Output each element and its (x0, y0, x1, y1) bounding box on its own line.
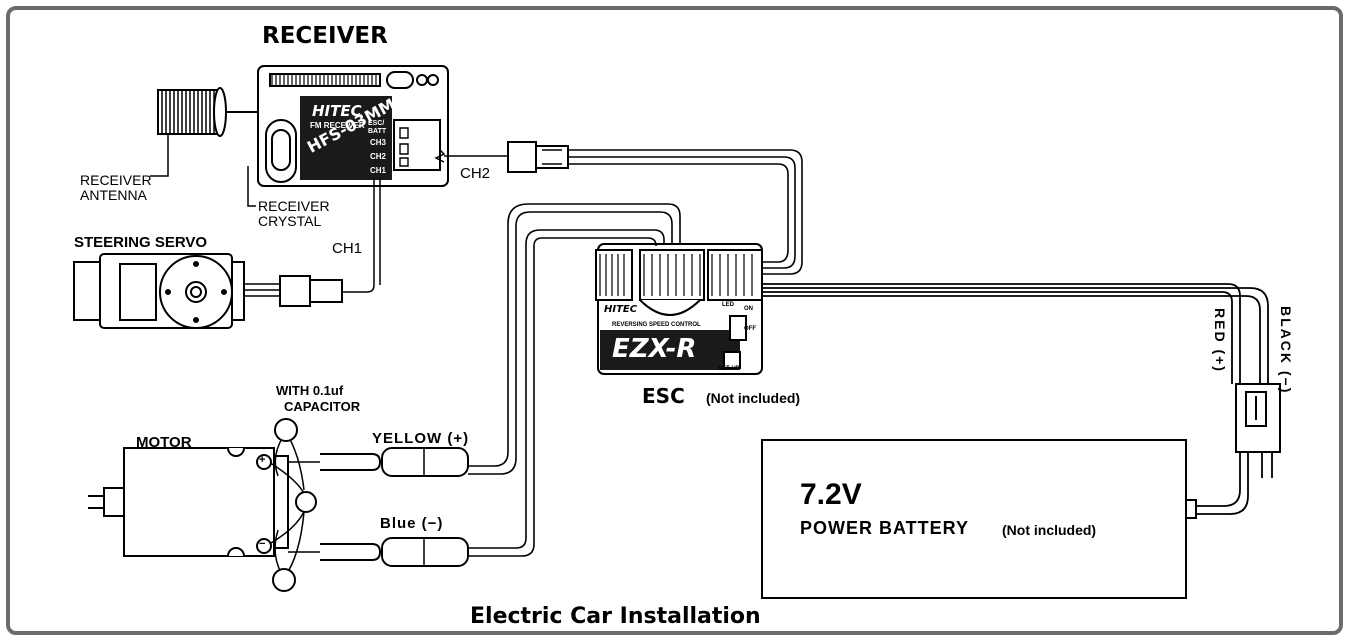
battery-note: (Not included) (1002, 522, 1097, 538)
receiver-port-batt: ESC/ BATT (368, 120, 387, 135)
receiver-port-ch2: CH2 (370, 152, 387, 161)
capacitor-label-1: WITH 0.1uf (276, 383, 344, 398)
ch1-label: CH1 (332, 240, 363, 257)
antenna-label-2: ANTENNA (80, 187, 147, 203)
motor (88, 418, 320, 592)
esc-setup: SET-UP (718, 366, 740, 372)
esc-model: EZX-R (612, 334, 697, 364)
receiver-port-ch1: CH1 (370, 166, 387, 175)
yellow-wire-label: YELLOW (+) (372, 430, 470, 447)
esc-note: (Not included) (706, 390, 801, 406)
esc-off: OFF (744, 326, 756, 332)
esc-unit (595, 243, 763, 375)
esc-label: ESC (642, 384, 685, 408)
esc-sub: REVERSING SPEED CONTROL (612, 322, 701, 328)
servo-label: STEERING SERVO (74, 234, 208, 251)
diagram-frame (6, 6, 1343, 635)
crystal-label-1: RECEIVER (258, 198, 330, 214)
ch2-label: CH2 (460, 165, 491, 182)
esc-led: LED (722, 302, 734, 308)
blue-wire-label: Blue (−) (380, 515, 444, 532)
receiver-title: RECEIVER (262, 23, 388, 49)
esc-on: ON (744, 306, 753, 312)
receiver (257, 65, 449, 187)
motor-plus: + (259, 454, 266, 466)
black-wire-label: BLACK (−) (1278, 306, 1294, 395)
receiver-sub: FM RECEIVER (310, 121, 365, 130)
battery-label: POWER BATTERY (800, 518, 969, 538)
receiver-brand: HITEC (312, 102, 362, 120)
antenna-coil (150, 87, 258, 177)
red-wire-label: RED (+) (1212, 308, 1228, 373)
steering-servo (73, 253, 343, 329)
esc-brand: HITEC (604, 304, 638, 315)
crystal-leader (247, 166, 256, 207)
battery-voltage: 7.2V (800, 478, 862, 511)
antenna-label-1: RECEIVER (80, 172, 152, 188)
motor-minus: − (259, 538, 266, 550)
motor-label: MOTOR (136, 434, 192, 451)
capacitor-label-2: CAPACITOR (284, 399, 361, 414)
diagram-title: Electric Car Installation (470, 604, 761, 629)
crystal-label-2: CRYSTAL (258, 213, 322, 229)
receiver-port-ch3: CH3 (370, 138, 387, 147)
battery-pack (761, 439, 1187, 599)
